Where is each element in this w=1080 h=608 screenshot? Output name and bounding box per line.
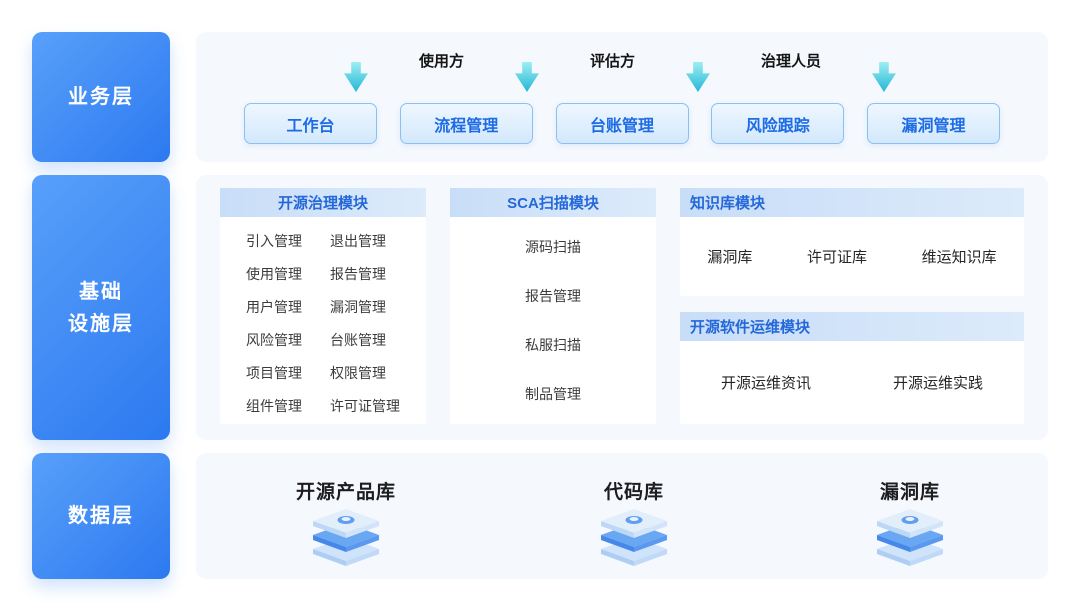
module-item: 用户管理 [246,299,302,315]
module-item: 私服扫描 [525,336,581,353]
module-item: 开源运维资讯 [720,375,811,392]
buttons-row: 工作台 流程管理 台账管理 风险跟踪 漏洞管理 [196,103,1048,144]
infrastructure-layer-row: 基础 设施层 开源治理模块 引入管理 退出管理 使用管理 报告管理 用户管理 漏… [32,175,1048,440]
data-layer-row: 数据层 开源产品库 代码库 漏洞库 [32,453,1048,579]
module-item: 台账管理 [330,332,386,348]
business-panel: 使用方 评估方 治理人员 工作台 流程管理 台账管理 风险跟踪 漏洞管理 [196,32,1048,162]
knowledge-module-header: 知识库模块 [680,188,1024,217]
module-item: 维运知识库 [921,249,997,266]
db-title: 代码库 [603,482,664,503]
governance-module-body: 引入管理 退出管理 使用管理 报告管理 用户管理 漏洞管理 风险管理 台账管理 … [220,217,426,424]
module-item: 风险管理 [246,332,302,348]
down-arrow-icon [344,62,368,92]
layer-chip-business-label: 业务层 [68,86,134,108]
db-open-source-products: 开源产品库 [296,477,396,567]
governance-module: 开源治理模块 引入管理 退出管理 使用管理 报告管理 用户管理 漏洞管理 风险管… [220,188,426,424]
module-item: 开源运维实践 [892,375,983,392]
db-code-repository: 代码库 [596,477,672,567]
risk-tracking-button[interactable]: 风险跟踪 [711,103,845,144]
governance-module-header: 开源治理模块 [220,188,426,217]
layer-chip-infrastructure: 基础 设施层 [32,175,170,440]
data-panel: 开源产品库 代码库 漏洞库 [196,453,1048,579]
knowledge-module: 知识库模块 漏洞库 许可证库 维运知识库 [680,188,1024,296]
layer-chip-data: 数据层 [32,453,170,579]
sca-module-body: 源码扫描 报告管理 私服扫描 制品管理 [450,217,656,424]
ops-module: 开源软件运维模块 开源运维资讯 开源运维实践 [680,312,1024,424]
role-assessor-label: 评估方 [589,53,635,70]
ops-module-header: 开源软件运维模块 [680,312,1024,341]
workbench-button[interactable]: 工作台 [244,103,377,144]
infrastructure-panel: 开源治理模块 引入管理 退出管理 使用管理 报告管理 用户管理 漏洞管理 风险管… [196,175,1048,440]
ledger-management-button[interactable]: 台账管理 [555,103,689,144]
db-vulnerability-library: 漏洞库 [872,477,948,567]
module-item: 许可证管理 [330,398,400,414]
layer-chip-business: 业务层 [32,32,170,162]
knowledge-module-body: 漏洞库 许可证库 维运知识库 [680,217,1024,296]
roles-row: 使用方 评估方 治理人员 [196,50,1048,96]
module-item: 引入管理 [246,233,302,249]
module-item: 项目管理 [246,365,302,381]
layer-chip-data-label: 数据层 [68,505,134,527]
vulnerability-management-button[interactable]: 漏洞管理 [867,103,1000,144]
module-item: 漏洞管理 [330,299,386,315]
layer-chip-infrastructure-label: 基础 设施层 [68,280,134,335]
role-user-label: 使用方 [418,53,464,70]
down-arrow-icon [871,62,896,92]
database-icon [312,509,379,566]
business-layer-row: 业务层 使用方 评估方 治理人员 工作台 流程管理 台账管理 风险跟踪 漏洞管理 [32,32,1048,162]
sca-module: SCA扫描模块 源码扫描 报告管理 私服扫描 制品管理 [450,188,656,424]
role-governance-label: 治理人员 [760,53,821,70]
module-item: 许可证库 [806,249,867,266]
module-item: 漏洞库 [707,249,753,266]
db-title: 开源产品库 [295,482,396,503]
right-modules-column: 知识库模块 漏洞库 许可证库 维运知识库 开源软件运维模块 开源运维资讯 开源运… [680,188,1024,424]
database-icon [876,509,943,566]
module-item: 权限管理 [330,365,386,381]
db-title: 漏洞库 [879,482,940,503]
down-arrow-icon [514,62,539,92]
module-item: 报告管理 [330,266,386,282]
module-item: 制品管理 [525,385,581,402]
module-item: 退出管理 [330,233,386,249]
sca-module-header: SCA扫描模块 [450,188,656,217]
process-management-button[interactable]: 流程管理 [399,103,533,144]
module-item: 报告管理 [525,288,581,305]
database-icon [600,509,667,566]
module-item: 使用管理 [246,266,302,282]
down-arrow-icon [685,62,710,92]
ops-module-body: 开源运维资讯 开源运维实践 [680,341,1024,424]
module-item: 组件管理 [246,398,302,414]
module-item: 源码扫描 [525,239,581,256]
